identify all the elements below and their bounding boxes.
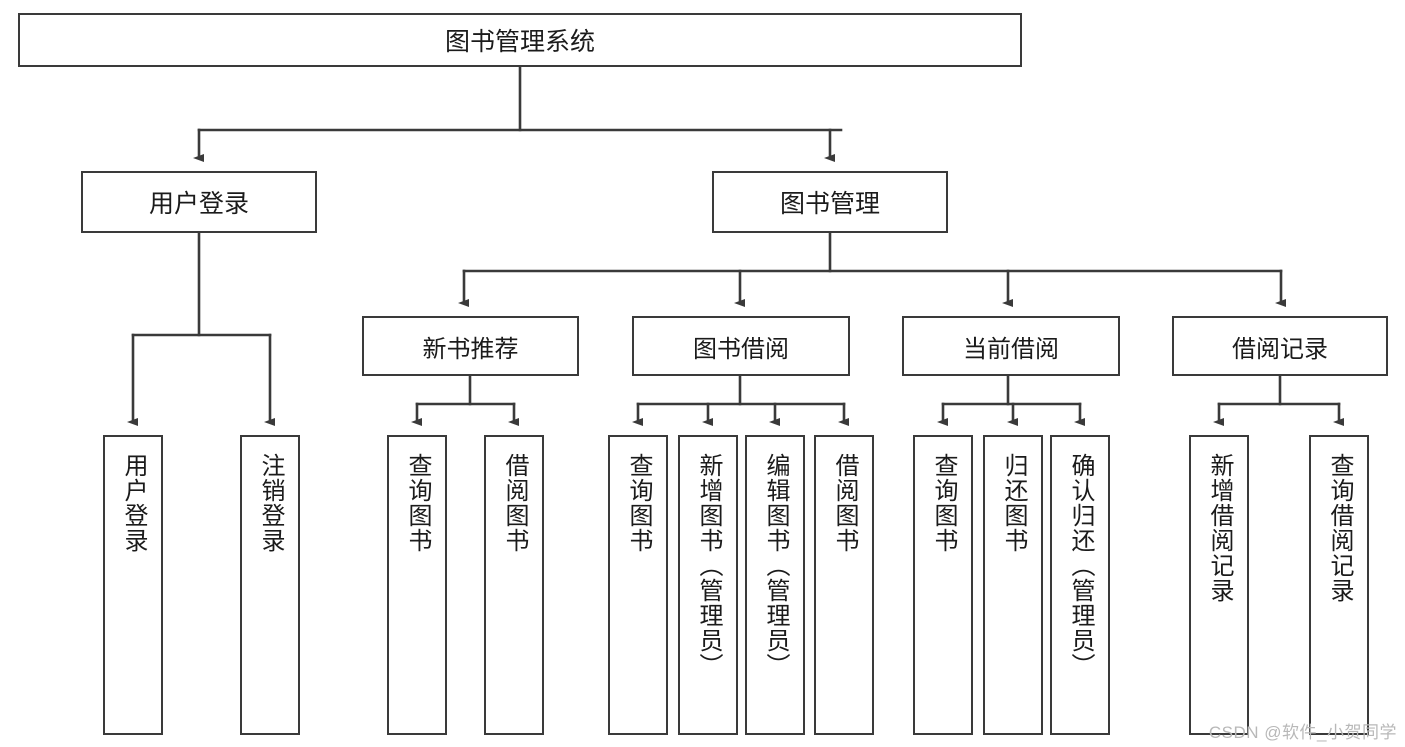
leaf-return-book[interactable]: 归还图书 xyxy=(983,435,1043,735)
leaf-borrow-book-2-label: 借阅图书 xyxy=(830,453,858,553)
node-current-borrow-label: 当前借阅 xyxy=(963,335,1059,363)
leaf-return-book-label: 归还图书 xyxy=(999,453,1027,553)
leaf-logout[interactable]: 注销登录 xyxy=(240,435,300,735)
leaf-borrow-book-2[interactable]: 借阅图书 xyxy=(814,435,874,735)
node-new-book-rec[interactable]: 新书推荐 xyxy=(362,316,579,376)
leaf-add-book-label: 新增图书（管理员） xyxy=(694,453,722,678)
leaf-add-record-label: 新增借阅记录 xyxy=(1205,453,1233,603)
leaf-query-book-1-label: 查询图书 xyxy=(403,453,431,553)
leaf-borrow-book-1[interactable]: 借阅图书 xyxy=(484,435,544,735)
leaf-confirm-return-label: 确认归还（管理员） xyxy=(1066,453,1094,678)
leaf-borrow-book-1-label: 借阅图书 xyxy=(500,453,528,553)
leaf-edit-book-label: 编辑图书（管理员） xyxy=(761,453,789,678)
node-book-borrow[interactable]: 图书借阅 xyxy=(632,316,850,376)
node-borrow-record[interactable]: 借阅记录 xyxy=(1172,316,1388,376)
leaf-query-book-3[interactable]: 查询图书 xyxy=(913,435,973,735)
leaf-logout-label: 注销登录 xyxy=(256,453,284,553)
watermark-text: CSDN @软件_小贺同学 xyxy=(1208,723,1397,742)
leaf-edit-book[interactable]: 编辑图书（管理员） xyxy=(745,435,805,735)
leaf-query-book-3-label: 查询图书 xyxy=(929,453,957,553)
node-book-manage[interactable]: 图书管理 xyxy=(712,171,948,233)
leaf-add-record[interactable]: 新增借阅记录 xyxy=(1189,435,1249,735)
node-book-borrow-label: 图书借阅 xyxy=(693,335,789,363)
leaf-query-record-label: 查询借阅记录 xyxy=(1325,453,1353,603)
node-root-label: 图书管理系统 xyxy=(444,28,595,56)
node-user-login[interactable]: 用户登录 xyxy=(81,171,317,233)
leaf-query-book-2-label: 查询图书 xyxy=(624,453,652,553)
node-borrow-record-label: 借阅记录 xyxy=(1232,335,1328,363)
leaf-query-book-1[interactable]: 查询图书 xyxy=(387,435,447,735)
node-root[interactable]: 图书管理系统 xyxy=(18,13,1022,67)
leaf-query-record[interactable]: 查询借阅记录 xyxy=(1309,435,1369,735)
leaf-query-book-2[interactable]: 查询图书 xyxy=(608,435,668,735)
node-new-book-rec-label: 新书推荐 xyxy=(422,335,519,363)
leaf-user-login[interactable]: 用户登录 xyxy=(103,435,163,735)
node-current-borrow[interactable]: 当前借阅 xyxy=(902,316,1120,376)
leaf-user-login-label: 用户登录 xyxy=(119,453,147,553)
leaf-confirm-return[interactable]: 确认归还（管理员） xyxy=(1050,435,1110,735)
node-book-manage-label: 图书管理 xyxy=(779,190,880,218)
leaf-add-book[interactable]: 新增图书（管理员） xyxy=(678,435,738,735)
node-user-login-label: 用户登录 xyxy=(148,190,249,218)
